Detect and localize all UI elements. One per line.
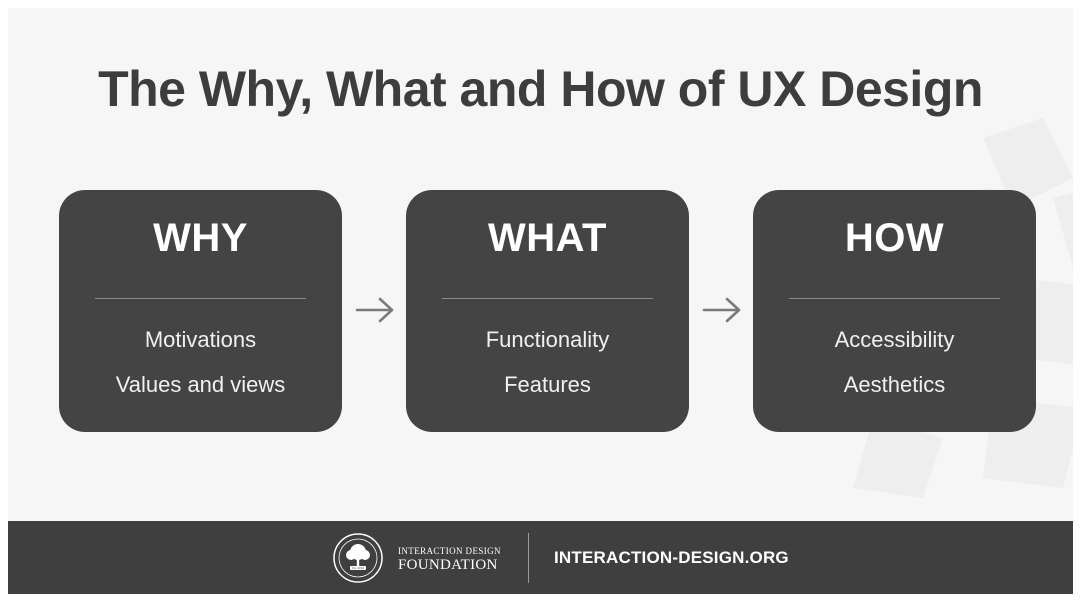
- card-heading: WHAT: [488, 216, 607, 260]
- arrow-right-icon: [702, 297, 741, 323]
- svg-text:Est. 2002: Est. 2002: [352, 566, 364, 570]
- card-item: Aesthetics: [843, 372, 946, 397]
- footer-divider: [528, 533, 529, 583]
- card-heading: WHY: [153, 216, 248, 260]
- logo-line-1: INTERACTION DESIGN: [398, 546, 501, 556]
- card-why: WHY Motivations Values and views: [59, 190, 342, 432]
- slide-canvas: The Why, What and How of UX Design WHY M…: [8, 8, 1073, 594]
- card-divider: [789, 298, 1000, 299]
- card-how: HOW Accessibility Aesthetics: [753, 190, 1036, 432]
- foundation-logo-text: INTERACTION DESIGN FOUNDATION: [398, 547, 501, 573]
- card-divider: [95, 298, 306, 299]
- foundation-seal-icon: Est. 2002: [333, 533, 383, 583]
- card-item: Functionality: [485, 327, 610, 352]
- footer-url-link[interactable]: INTERACTION-DESIGN.ORG: [554, 548, 789, 567]
- card-item: Motivations: [144, 327, 257, 352]
- card-heading: HOW: [844, 216, 945, 260]
- arrow-right-icon: [355, 297, 394, 323]
- card-item: Features: [504, 372, 591, 397]
- card-divider: [442, 298, 653, 299]
- logo-line-2: FOUNDATION: [398, 557, 498, 573]
- card-what: WHAT Functionality Features: [406, 190, 689, 432]
- card-item: Values and views: [115, 372, 286, 397]
- page-title: The Why, What and How of UX Design: [98, 61, 983, 117]
- card-item: Accessibility: [834, 327, 955, 352]
- footer-bar: Est. 2002 INTERACTION DESIGN FOUNDATION …: [8, 521, 1073, 594]
